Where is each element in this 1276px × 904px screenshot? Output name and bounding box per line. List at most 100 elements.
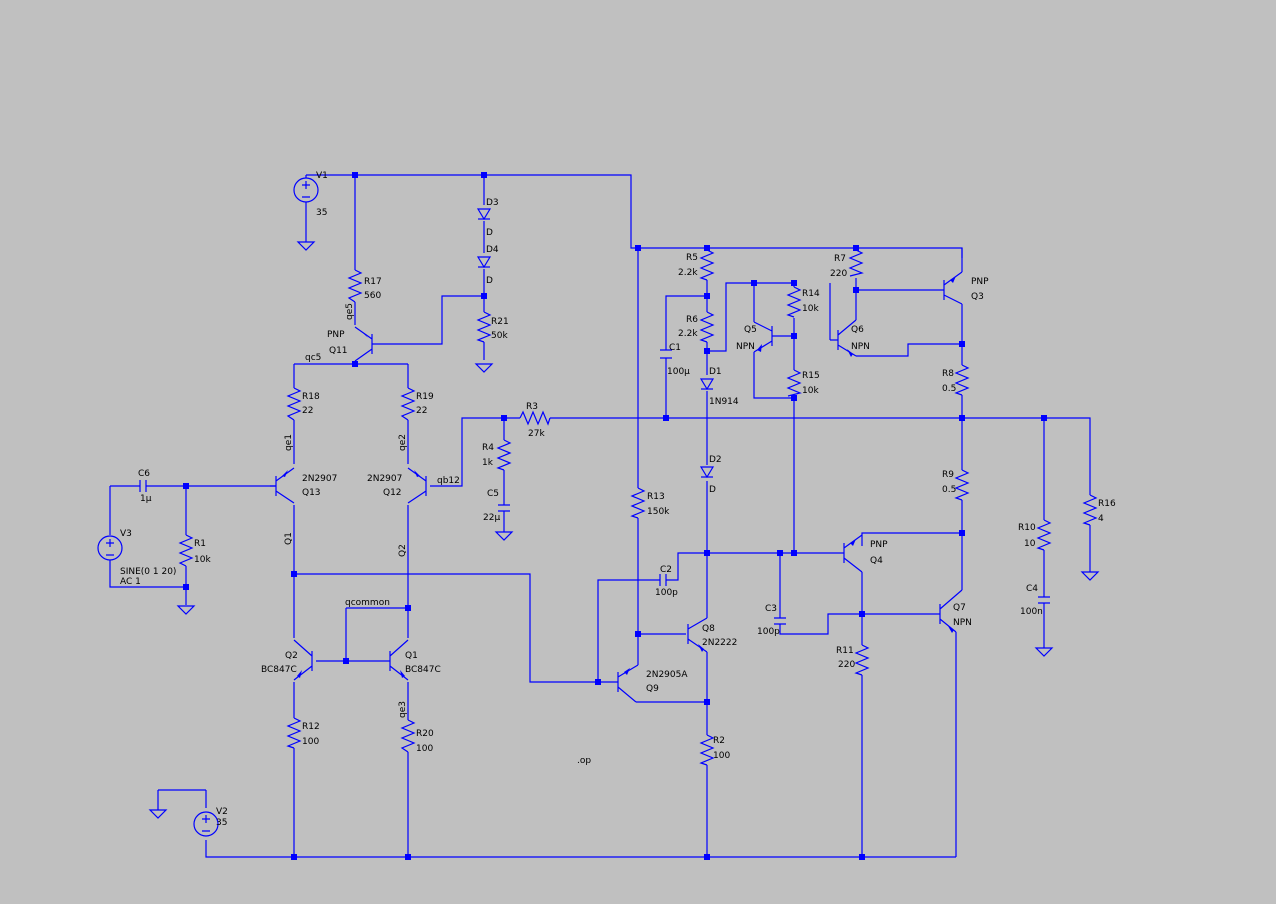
label-R15-value: 10k: [802, 386, 819, 396]
label-R1-value: 10k: [194, 555, 211, 565]
transistor-Q6[interactable]: [830, 319, 857, 357]
label-R11-value: 220: [838, 660, 855, 670]
resistor-R16[interactable]: [1082, 494, 1098, 526]
transistor-Q2[interactable]: [293, 639, 313, 681]
ground-icon: [148, 809, 168, 819]
label-Q12-value: 2N2907: [367, 474, 402, 484]
capacitor-C1[interactable]: [660, 349, 672, 359]
label-R11-name: R11: [836, 646, 854, 656]
transistor-Q3[interactable]: [940, 271, 963, 305]
resistor-R17[interactable]: [347, 269, 363, 303]
resistor-R12[interactable]: [286, 717, 302, 749]
label-C6-name: C6: [138, 469, 150, 479]
voltage-source-V3[interactable]: [97, 535, 123, 561]
capacitor-C6[interactable]: [139, 480, 147, 492]
label-R1-name: R1: [194, 539, 206, 549]
label-R16-value: 4: [1098, 514, 1104, 524]
label-Q4-value: PNP: [870, 540, 888, 550]
label-R2-value: 100: [713, 751, 730, 761]
transistors: [270, 271, 963, 703]
label-C1-value: 100µ: [667, 367, 690, 377]
label-R21-name: R21: [491, 317, 509, 327]
label-D2-name: D2: [709, 455, 722, 465]
net-label-qe5: qe5: [345, 303, 355, 320]
capacitor-C4[interactable]: [1038, 596, 1050, 604]
label-Q2-value: BC847C: [261, 665, 297, 675]
label-C4-value: 100n: [1020, 607, 1043, 617]
label-D1-name: D1: [709, 367, 722, 377]
label-R19-value: 22: [416, 406, 427, 416]
resistor-R18[interactable]: [286, 387, 302, 421]
transistor-Q12[interactable]: [407, 467, 427, 504]
label-V3-ac: AC 1: [120, 577, 141, 587]
resistor-R13[interactable]: [630, 487, 646, 519]
label-R13-name: R13: [647, 492, 665, 502]
resistor-R10[interactable]: [1036, 519, 1052, 551]
resistor-R3[interactable]: [519, 410, 551, 426]
resistor-R4[interactable]: [496, 439, 512, 471]
voltage-source-V1[interactable]: [293, 177, 319, 232]
resistor-R1[interactable]: [178, 534, 194, 567]
diode-D3[interactable]: [476, 208, 492, 221]
capacitors: [139, 349, 1050, 625]
transistor-Q7[interactable]: [939, 589, 963, 633]
label-R12-name: R12: [302, 722, 320, 732]
ground-icon: [1034, 647, 1054, 657]
label-V1-value: 35: [316, 208, 327, 218]
label-Q11-value: PNP: [327, 330, 345, 340]
label-C5-name: C5: [487, 489, 499, 499]
voltage-source-V2[interactable]: [193, 811, 219, 837]
resistor-R11[interactable]: [854, 644, 870, 676]
label-R9-value: 0.5: [942, 485, 956, 495]
resistor-R7[interactable]: [848, 249, 864, 277]
resistor-R8[interactable]: [954, 364, 970, 396]
capacitor-C2[interactable]: [659, 574, 667, 586]
resistor-R5[interactable]: [699, 249, 715, 281]
diode-D2[interactable]: [699, 466, 715, 479]
resistor-R20[interactable]: [400, 719, 416, 753]
label-Q7-value: NPN: [953, 618, 972, 628]
transistor-Q11[interactable]: [354, 326, 380, 362]
label-R5-value: 2.2k: [678, 268, 698, 278]
ground-icon: [1080, 571, 1100, 581]
wires: [109, 174, 1091, 858]
label-Q1-name: Q1: [405, 651, 418, 661]
label-D3-name: D3: [486, 198, 499, 208]
net-label-qe3: qe3: [398, 701, 408, 718]
label-C5-value: 22µ: [483, 513, 500, 523]
resistor-R14[interactable]: [786, 286, 802, 318]
label-R20-name: R20: [416, 729, 434, 739]
label-Q12-name: Q12: [383, 488, 402, 498]
transistor-Q5[interactable]: [753, 321, 773, 353]
net-label-q2: Q2: [398, 544, 408, 557]
label-R9-name: R9: [942, 470, 954, 480]
transistor-Q4[interactable]: [842, 534, 863, 573]
resistor-R6[interactable]: [699, 311, 715, 343]
net-label-qe1: qe1: [284, 434, 294, 451]
transistor-Q8[interactable]: [687, 617, 708, 653]
label-R14-value: 10k: [802, 304, 819, 314]
resistor-R9[interactable]: [954, 469, 970, 501]
resistor-R15[interactable]: [786, 369, 802, 397]
transistor-Q1[interactable]: [389, 639, 409, 681]
diode-D4[interactable]: [476, 256, 492, 269]
label-R10-value: 10: [1024, 539, 1036, 549]
label-R17-name: R17: [364, 277, 382, 287]
label-R4-value: 1k: [482, 458, 494, 468]
transistor-Q13[interactable]: [270, 467, 295, 504]
label-V1-name: V1: [316, 171, 328, 181]
resistor-R19[interactable]: [400, 387, 416, 421]
resistor-R21[interactable]: [476, 311, 492, 343]
diode-D1[interactable]: [699, 378, 715, 391]
capacitor-C5[interactable]: [498, 504, 510, 512]
capacitor-C3[interactable]: [774, 617, 786, 625]
spice-directive[interactable]: .op: [577, 756, 591, 766]
label-R18-name: R18: [302, 392, 320, 402]
label-D2-value: D: [709, 485, 716, 495]
label-Q5-value: NPN: [736, 342, 755, 352]
resistor-R2[interactable]: [699, 734, 715, 766]
label-R12-value: 100: [302, 737, 319, 747]
label-R17-value: 560: [364, 291, 381, 301]
transistor-Q9[interactable]: [598, 664, 639, 703]
label-Q13-name: Q13: [302, 488, 321, 498]
